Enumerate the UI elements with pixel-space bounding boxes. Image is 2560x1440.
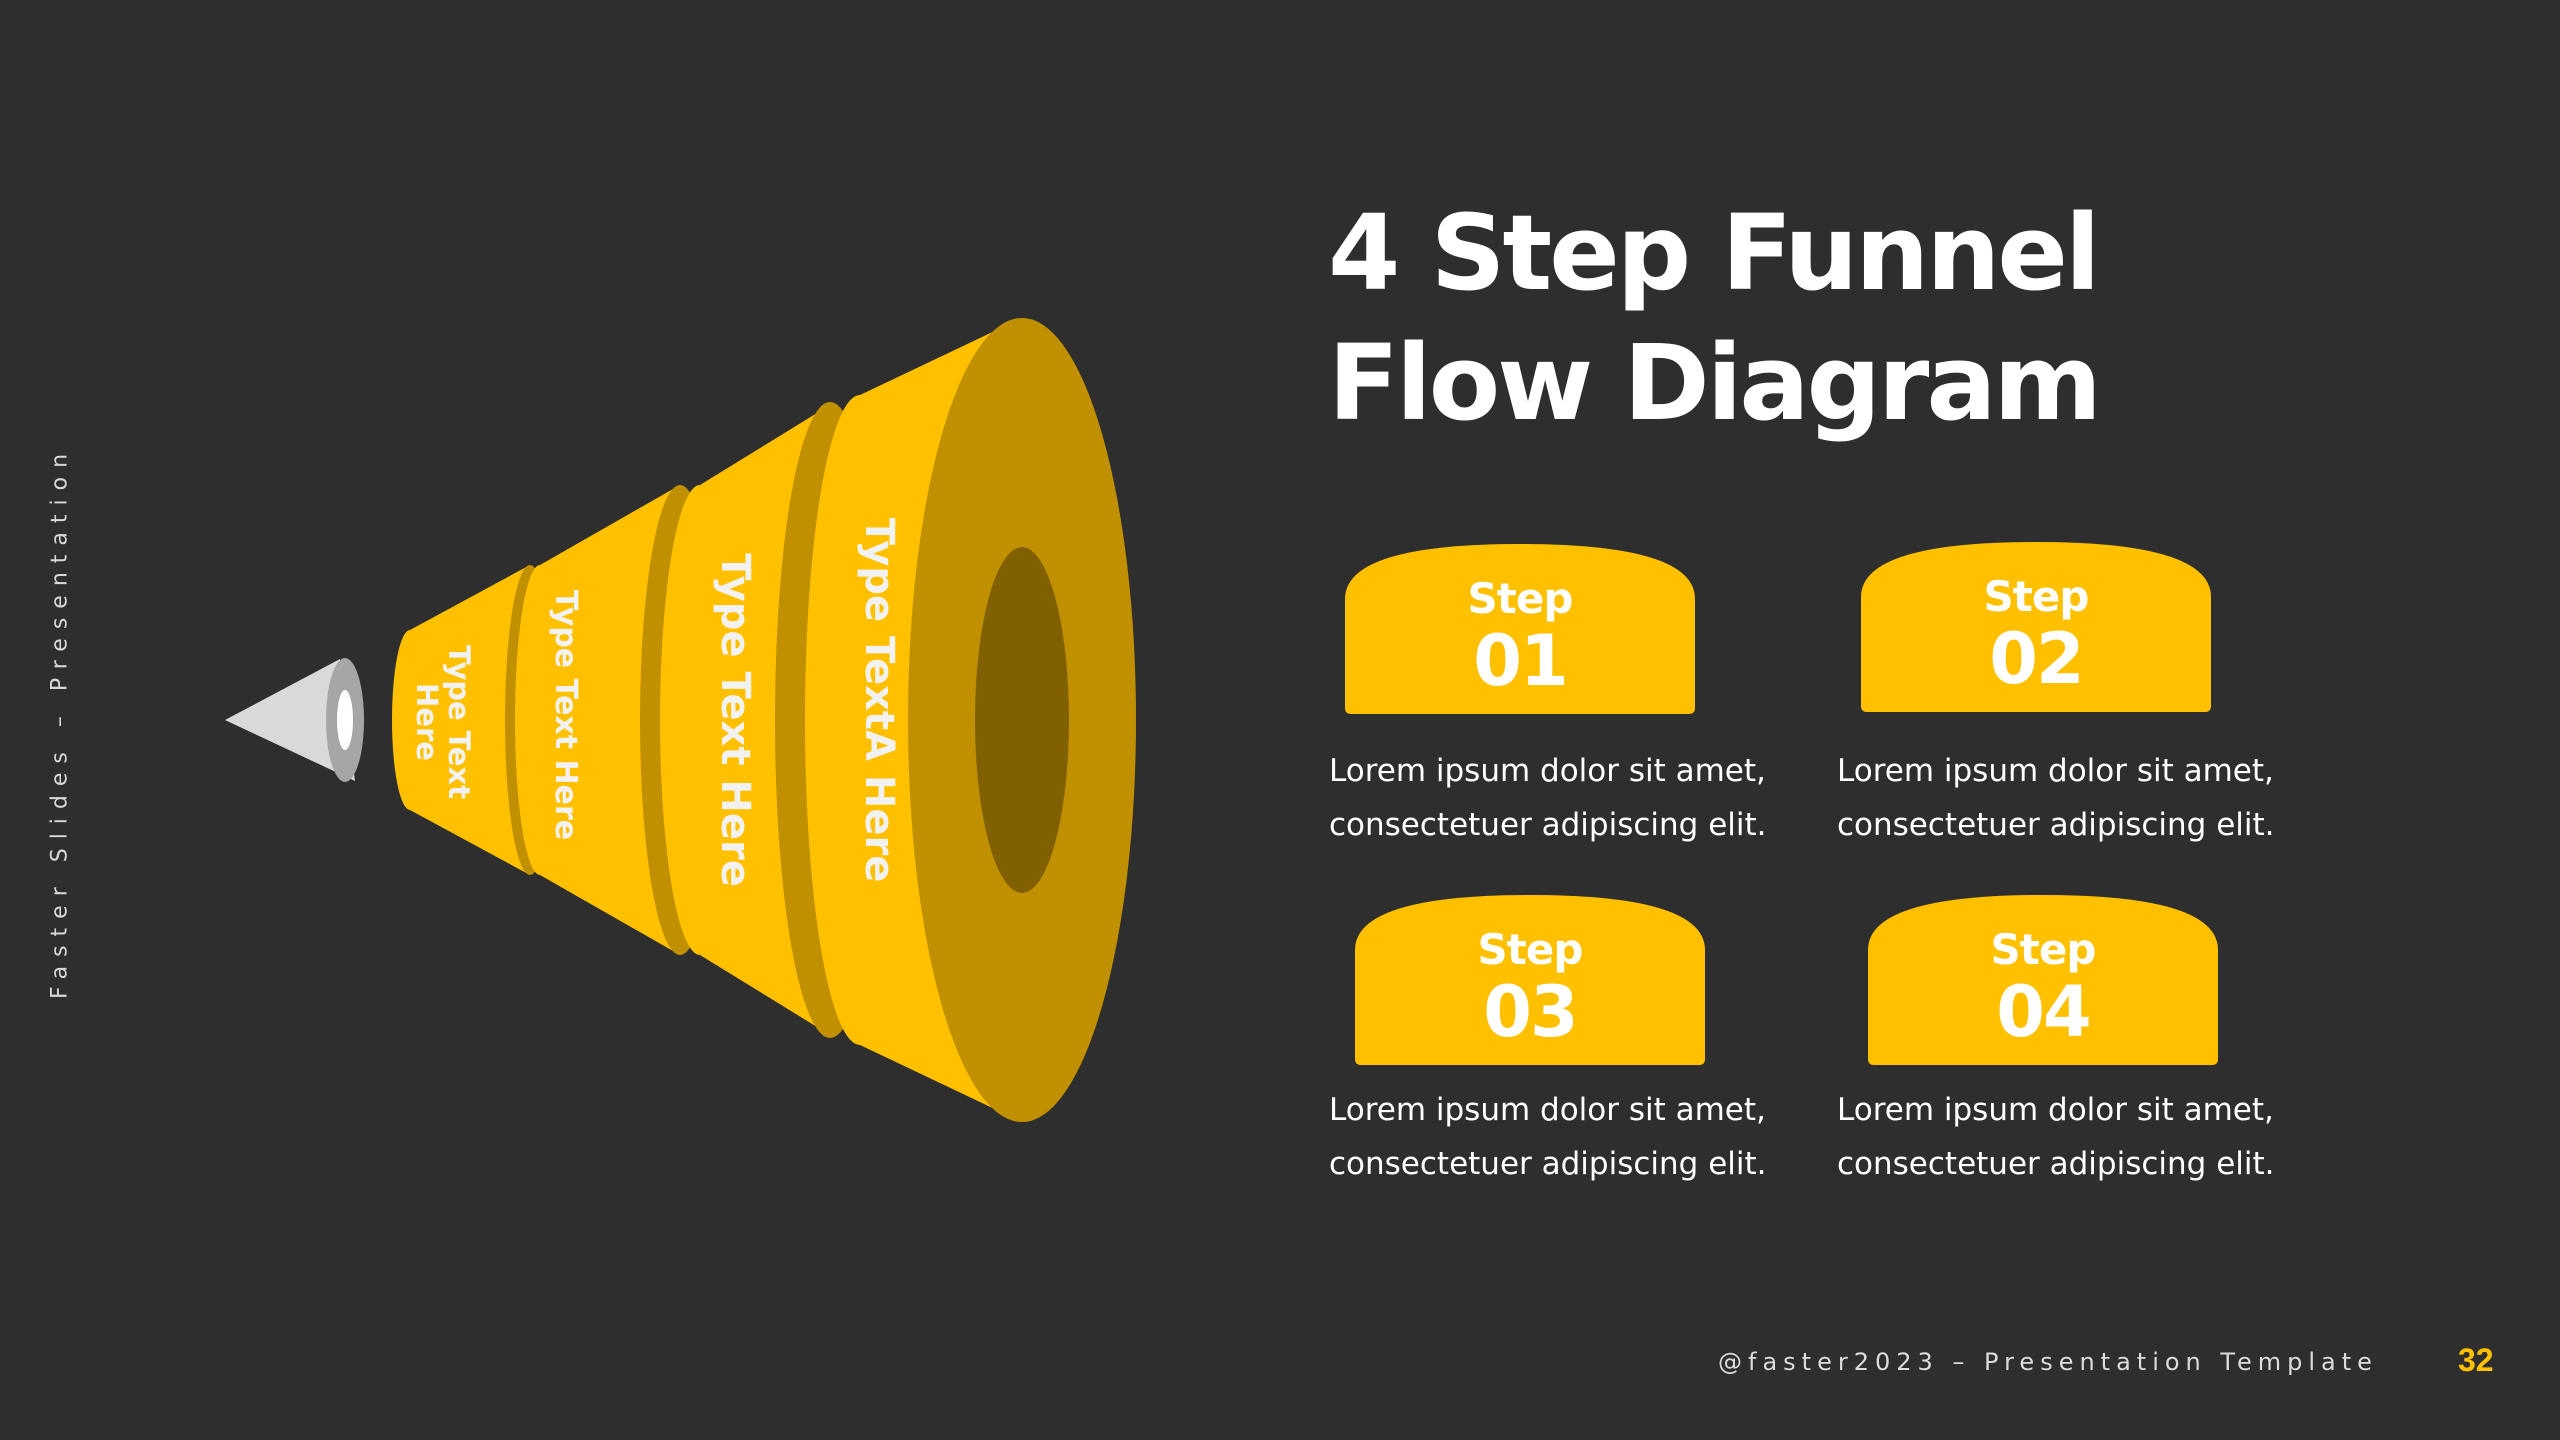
- desc-line-2: consectetuer adipiscing elit.: [1329, 1146, 1767, 1182]
- step-word: Step: [1477, 925, 1584, 974]
- step-number: 03: [1483, 971, 1578, 1053]
- step-word: Step: [1983, 572, 2090, 621]
- desc-line-2: consectetuer adipiscing elit.: [1837, 1146, 2275, 1182]
- cone-nozzle-icon: [225, 658, 364, 782]
- desc-line-2: consectetuer adipiscing elit.: [1329, 807, 1767, 843]
- step-number: 01: [1473, 620, 1568, 702]
- step-card-01: Step 01: [1345, 544, 1695, 714]
- step-card-03: Step 03: [1355, 895, 1705, 1065]
- desc-line-1: Lorem ipsum dolor sit amet,: [1329, 1092, 1766, 1128]
- page-title: 4 Step Funnel Flow Diagram: [1328, 188, 2102, 448]
- funnel-label-4b: Here: [410, 683, 444, 761]
- funnel-label-3: Type Text Here: [548, 590, 583, 840]
- desc-line-1: Lorem ipsum dolor sit amet,: [1837, 1092, 2274, 1128]
- step-description-04: Lorem ipsum dolor sit amet, consectetuer…: [1837, 1083, 2275, 1191]
- step-card-04: Step 04: [1868, 895, 2218, 1065]
- step-word: Step: [1990, 925, 2097, 974]
- desc-line-1: Lorem ipsum dolor sit amet,: [1329, 753, 1766, 789]
- funnel-label-2: Type Text Here: [712, 553, 758, 887]
- step-number: 02: [1989, 618, 2084, 700]
- step-description-03: Lorem ipsum dolor sit amet, consectetuer…: [1329, 1083, 1767, 1191]
- title-line-1: 4 Step Funnel: [1328, 192, 2101, 314]
- title-line-2: Flow Diagram: [1328, 322, 2102, 444]
- step-card-02: Step 02: [1861, 542, 2211, 712]
- page-number: 32: [2458, 1342, 2494, 1378]
- desc-line-1: Lorem ipsum dolor sit amet,: [1837, 753, 2274, 789]
- desc-line-2: consectetuer adipiscing elit.: [1837, 807, 2275, 843]
- step-number: 04: [1996, 971, 2091, 1053]
- footer-text: @faster2023 – Presentation Template: [1718, 1348, 2378, 1376]
- funnel-label-1: Type TextA Here: [856, 518, 902, 883]
- step-description-02: Lorem ipsum dolor sit amet, consectetuer…: [1837, 744, 2275, 852]
- step-word: Step: [1467, 574, 1574, 623]
- step-description-01: Lorem ipsum dolor sit amet, consectetuer…: [1329, 744, 1767, 852]
- funnel-diagram: Type TextA Here Type Text Here Type Text…: [225, 318, 1136, 1122]
- funnel-segment-1: [805, 318, 1136, 1122]
- funnel-label-4a: Type Text: [442, 645, 476, 799]
